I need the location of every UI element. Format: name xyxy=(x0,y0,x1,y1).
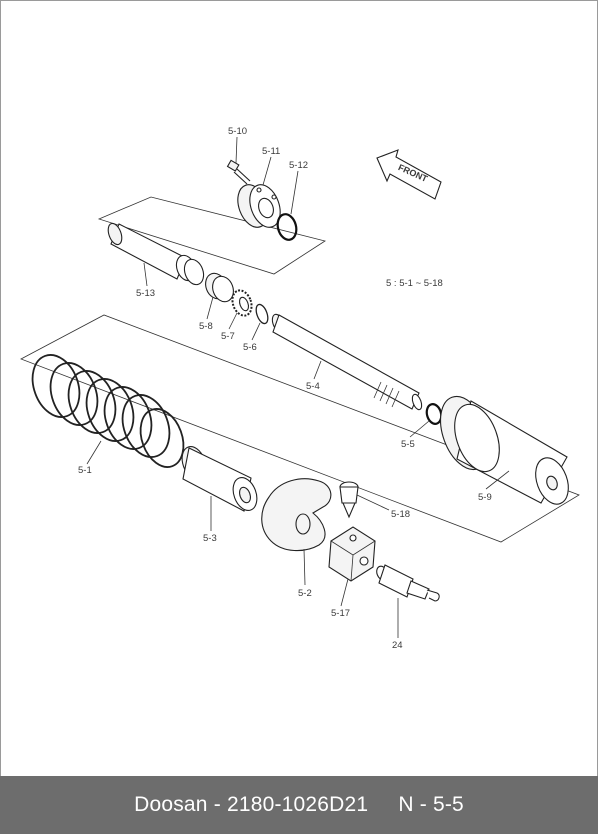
label-5-2: 5-2 xyxy=(298,588,312,599)
cylinder-5-9 xyxy=(440,395,569,505)
footer-bar: Doosan - 2180-1026D21 N - 5-5 xyxy=(0,776,598,834)
group-outline-main xyxy=(20,314,580,543)
footer-part-number: 2180-1026D21 xyxy=(226,793,369,816)
flange-5-11 xyxy=(237,184,281,228)
footer-section: N - 5-5 xyxy=(398,793,464,816)
o-ring-5-5 xyxy=(425,403,443,425)
label-5-7: 5-7 xyxy=(221,331,235,342)
sleeve-5-3 xyxy=(181,446,258,512)
footer-brand: Doosan xyxy=(134,793,208,816)
bearing-5-7 xyxy=(231,289,253,317)
leader-lines xyxy=(86,136,510,638)
label-5-10: 5-10 xyxy=(228,126,247,137)
label-5-3: 5-3 xyxy=(203,533,217,544)
o-ring-5-12 xyxy=(276,213,298,241)
yoke-5-2 xyxy=(261,478,332,552)
label-5-13: 5-13 xyxy=(136,288,155,299)
label-5-17: 5-17 xyxy=(331,608,350,619)
spring-5-1 xyxy=(31,354,185,468)
label-5-9: 5-9 xyxy=(478,492,492,503)
bushing-5-8 xyxy=(205,272,234,303)
group-outline-upper xyxy=(97,196,326,275)
label-5-18: 5-18 xyxy=(391,509,410,520)
label-5-8: 5-8 xyxy=(199,321,213,332)
label-5-11: 5-11 xyxy=(262,146,280,157)
front-arrow-icon: FRONT xyxy=(376,149,442,200)
tube-5-13 xyxy=(107,222,205,286)
label-5-12: 5-12 xyxy=(289,160,308,171)
bolt-5-10 xyxy=(226,159,251,185)
exploded-parts-diagram: FRONT xyxy=(20,126,580,651)
footer-separator: - xyxy=(207,793,227,816)
grease-nipple-24 xyxy=(376,564,440,602)
label-24: 24 xyxy=(392,640,403,651)
label-range-note: 5 : 5-1 ~ 5-18 xyxy=(386,278,443,289)
label-5-4: 5-4 xyxy=(306,381,320,392)
label-5-1: 5-1 xyxy=(78,465,92,476)
label-5-5: 5-5 xyxy=(401,439,415,450)
snap-ring-5-6 xyxy=(255,303,269,325)
fitting-5-18 xyxy=(339,481,359,519)
label-5-6: 5-6 xyxy=(243,342,257,353)
rod-5-4 xyxy=(271,313,423,411)
block-5-17 xyxy=(328,526,376,582)
